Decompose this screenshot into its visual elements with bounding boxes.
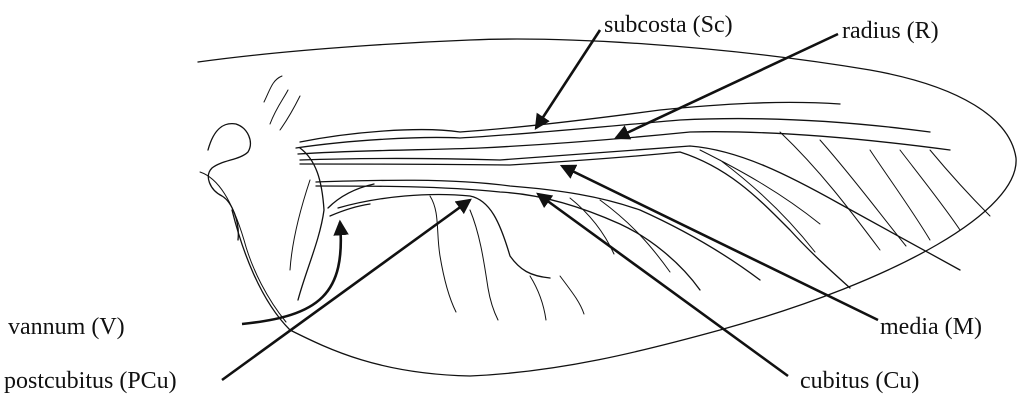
label-subcosta: subcosta (Sc) [604, 12, 733, 38]
arrow-vannum [242, 222, 341, 324]
label-cubitus: cubitus (Cu) [800, 368, 919, 394]
arrow-radius [616, 34, 838, 138]
arrow-postcubitus [222, 200, 470, 380]
wing-rays [780, 132, 990, 250]
vein-vannum [290, 148, 374, 300]
arrow-media [562, 166, 878, 320]
label-vannum: vannum (V) [8, 314, 125, 340]
arrow-subcosta [536, 30, 600, 128]
leader-arrows [222, 30, 878, 380]
label-media: media (M) [880, 314, 982, 340]
label-radius: radius (R) [842, 18, 939, 44]
vein-cubitus [316, 180, 760, 290]
vein-subcosta-radius [296, 102, 950, 154]
label-postcubitus: postcubitus (PCu) [4, 368, 177, 394]
vein-media [300, 146, 960, 288]
vein-postcubitus [338, 195, 584, 321]
